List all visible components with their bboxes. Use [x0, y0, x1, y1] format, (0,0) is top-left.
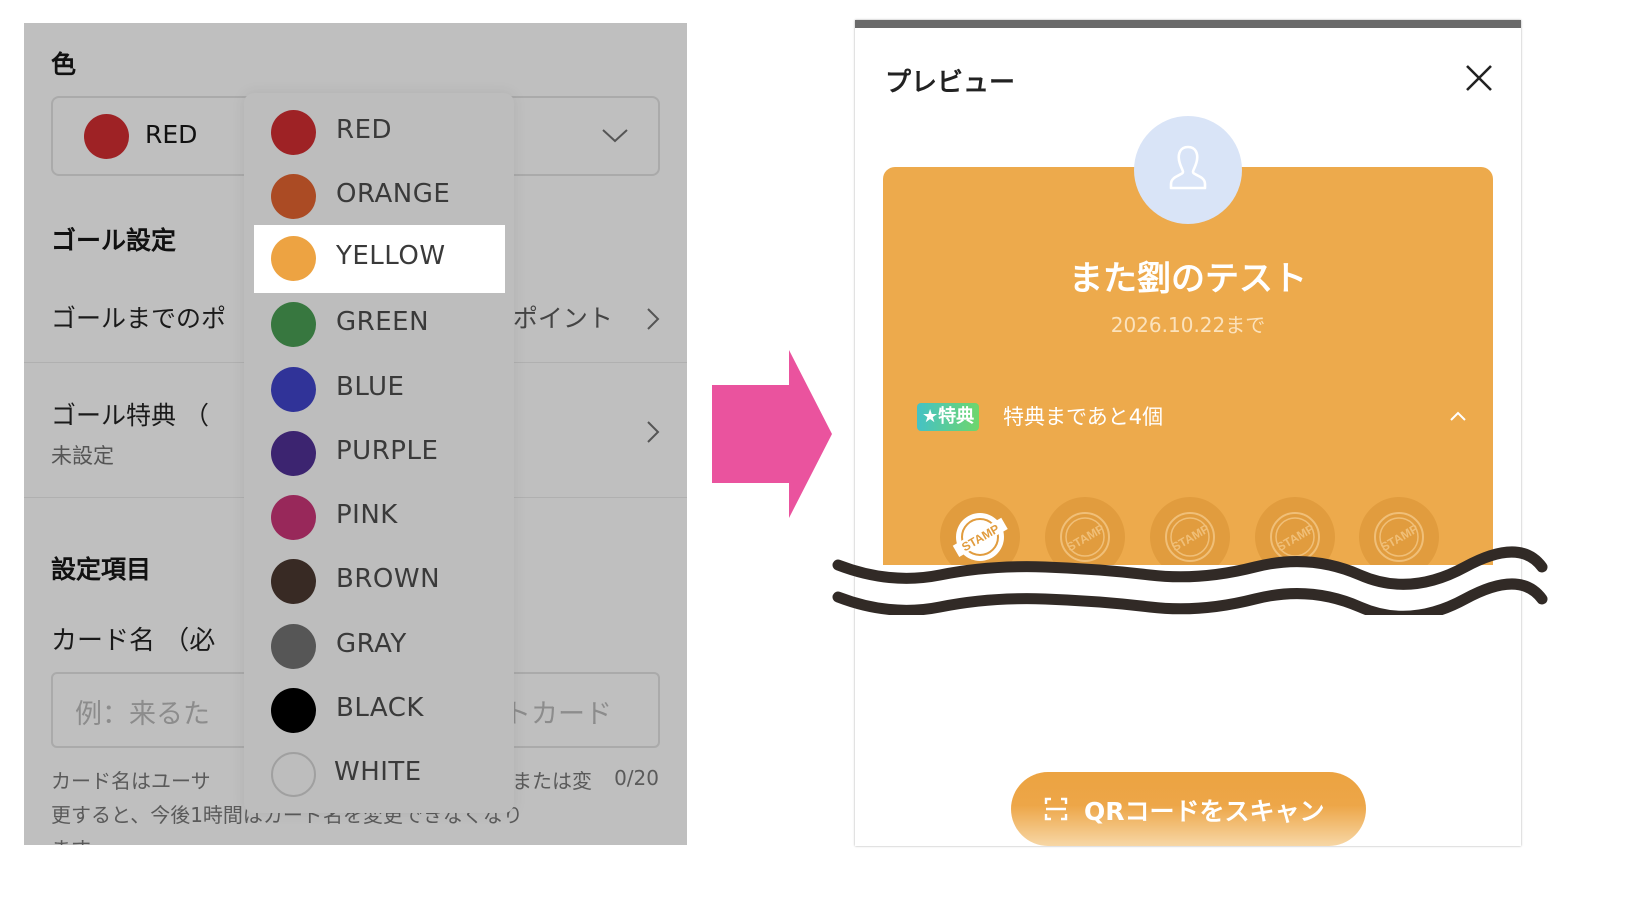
settings-form-panel: 色 RED ゴール設定 ゴールまでのポ 5 ポイント ゴール特典 （ 未設定 設…: [24, 23, 687, 845]
goal-points-label: ゴールまでのポ: [51, 304, 227, 333]
qr-scan-icon: [1044, 797, 1068, 821]
color-option-black[interactable]: BLACK: [244, 675, 514, 739]
card-name-placeholder: 例：来るた: [75, 699, 210, 730]
card-name-placeholder-tail: トカード: [504, 699, 612, 730]
char-counter: 0/20: [614, 766, 659, 790]
preview-frame: プレビュー また劉のテスト 2026.10.22まで ★特典 特典まであと4個 …: [855, 20, 1521, 846]
color-swatch: [271, 559, 316, 604]
user-icon: [1169, 145, 1207, 190]
color-option-label: YELLOW: [336, 241, 446, 271]
color-option-label: ORANGE: [336, 179, 451, 209]
scan-qr-button[interactable]: QRコードをスキャン: [1011, 772, 1366, 846]
color-option-label: PINK: [336, 500, 398, 530]
scan-qr-label: QRコードをスキャン: [1084, 797, 1325, 826]
color-section-title: 色: [51, 50, 77, 79]
reward-progress-text: 特典まであと4個: [1003, 405, 1164, 429]
color-swatch: [271, 495, 316, 540]
break-wave-divider: [832, 546, 1548, 615]
color-swatch: [271, 624, 316, 669]
stamp-card: また劉のテスト 2026.10.22まで ★特典 特典まであと4個 STAMP: [883, 167, 1493, 587]
chevron-up-icon[interactable]: [1449, 409, 1467, 423]
color-swatch: [271, 236, 316, 281]
color-option-green[interactable]: GREEN: [244, 289, 514, 353]
color-option-yellow[interactable]: YELLOW: [254, 225, 505, 293]
color-option-orange[interactable]: ORANGE: [244, 161, 514, 225]
color-option-label: BLUE: [336, 372, 405, 402]
color-option-blue[interactable]: BLUE: [244, 354, 514, 418]
stamp-slot-empty: STAMP: [1359, 497, 1439, 577]
color-swatch: [271, 688, 316, 733]
card-name-help-text: カード名はユーサ: [51, 769, 211, 793]
color-dropdown-menu: RED ORANGE YELLOW GREEN BLUE PURPLE PINK: [244, 93, 514, 813]
stamp-icon: STAMP: [1270, 512, 1320, 562]
arrow-right-icon: [712, 350, 832, 518]
stamp-slot-empty: STAMP: [1150, 497, 1230, 577]
color-option-label: RED: [336, 115, 393, 145]
color-option-label: WHITE: [334, 757, 422, 787]
color-option-brown[interactable]: BROWN: [244, 546, 514, 610]
color-option-label: GRAY: [336, 629, 407, 659]
goal-reward-label: ゴール特典 （: [51, 401, 209, 430]
stamp-icon: STAMP: [1165, 512, 1215, 562]
color-swatch: [271, 174, 316, 219]
color-swatch: [271, 110, 316, 155]
stamp-icon: STAMP: [1060, 512, 1110, 562]
card-title: また劉のテスト: [1069, 259, 1307, 299]
chevron-right-icon: [647, 421, 660, 443]
color-option-gray[interactable]: GRAY: [244, 611, 514, 675]
selected-color-label: RED: [145, 120, 198, 149]
color-option-pink[interactable]: PINK: [244, 482, 514, 546]
color-option-label: BLACK: [336, 693, 424, 723]
preview-title: プレビュー: [885, 68, 1016, 98]
color-option-purple[interactable]: PURPLE: [244, 418, 514, 482]
color-swatch: [271, 752, 316, 797]
reward-badge: ★特典: [917, 403, 980, 431]
color-option-label: PURPLE: [336, 436, 439, 466]
color-option-label: BROWN: [336, 564, 441, 594]
color-option-white[interactable]: WHITE: [244, 739, 514, 803]
chevron-down-icon: [602, 129, 628, 143]
card-name-label: カード名 （必: [51, 626, 216, 656]
chevron-right-icon: [647, 308, 660, 330]
color-swatch: [271, 431, 316, 476]
color-option-red[interactable]: RED: [244, 97, 514, 161]
settings-items-title: 設定項目: [51, 555, 152, 584]
goal-section-title: ゴール設定: [51, 226, 177, 255]
stamp-icon: STAMP: [952, 513, 1008, 561]
color-swatch: [271, 302, 316, 347]
goal-reward-status: 未設定: [51, 444, 114, 468]
selected-color-swatch: [84, 114, 129, 159]
stamp-icon: STAMP: [1374, 512, 1424, 562]
card-name-help-text-line3: ます: [51, 833, 91, 845]
card-expiry: 2026.10.22まで: [1110, 313, 1266, 337]
color-option-label: GREEN: [336, 307, 430, 337]
preview-modal: プレビュー また劉のテスト 2026.10.22まで ★特典 特典まであと4個 …: [855, 28, 1521, 846]
close-icon[interactable]: [1463, 62, 1495, 94]
color-swatch: [271, 367, 316, 412]
avatar: [1134, 116, 1242, 224]
